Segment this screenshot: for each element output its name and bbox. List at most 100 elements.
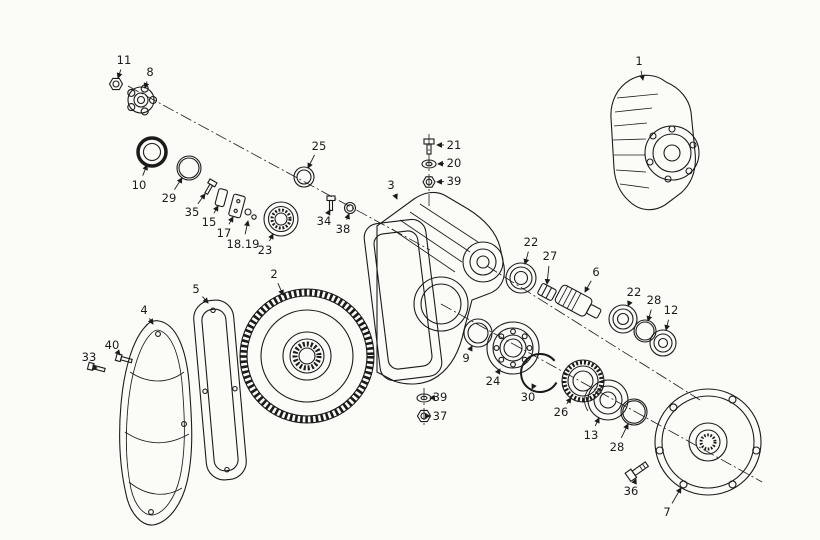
- leader-line-36: [631, 478, 637, 485]
- part-label-24: 24: [486, 374, 501, 388]
- part-label-30: 30: [521, 390, 536, 404]
- part-label-22: 22: [524, 235, 539, 249]
- part-label-39: 39: [447, 174, 462, 188]
- part-22-bearing-right: [608, 304, 638, 334]
- leader-line-1: [639, 70, 645, 81]
- part-30-snap-ring: [520, 353, 558, 393]
- leader-line-29: [174, 177, 183, 190]
- leader-line-8: [143, 81, 150, 89]
- part-label-26: 26: [554, 405, 569, 419]
- part-label-37: 37: [433, 409, 448, 423]
- part-label-20: 20: [447, 156, 462, 170]
- part-label-28: 28: [647, 293, 662, 307]
- part-label-11: 11: [117, 53, 132, 67]
- part-34-bolt: [326, 195, 336, 212]
- part-label-36: 36: [624, 484, 639, 498]
- leader-line-17: [228, 216, 234, 225]
- part-37-nut: [416, 409, 432, 423]
- leader-line-7: [671, 487, 682, 504]
- part-label-35: 35: [185, 205, 200, 219]
- part-28-ring-upper: [633, 319, 657, 343]
- part-label-33: 33: [82, 350, 97, 364]
- leader-line-13: [594, 417, 600, 427]
- part-10-seal-ring: [136, 136, 168, 168]
- part-18-19-fasteners: [244, 208, 257, 220]
- leader-line-34: [325, 209, 331, 216]
- part-label-5: 5: [192, 282, 199, 296]
- leader-line-25: [307, 154, 315, 169]
- part-4-side-cover: [119, 320, 193, 526]
- part-21-bolt: [423, 138, 435, 155]
- leader-line-38: [344, 213, 350, 220]
- part-label-6: 6: [592, 265, 599, 279]
- leader-line-40: [114, 349, 121, 356]
- leader-line-3: [392, 193, 398, 200]
- part-label-18.19: 18.19: [227, 237, 260, 251]
- part-label-21: 21: [447, 138, 462, 152]
- part-label-39: 39: [433, 390, 448, 404]
- part-label-38: 38: [336, 222, 351, 236]
- leader-line-24: [494, 368, 501, 375]
- part-label-40: 40: [105, 338, 120, 352]
- part-label-27: 27: [543, 249, 558, 263]
- leader-line-6: [584, 280, 592, 293]
- leader-line-4: [147, 318, 154, 325]
- part-label-22: 22: [627, 285, 642, 299]
- part-label-10: 10: [132, 178, 147, 192]
- leader-line-28: [620, 423, 629, 439]
- leader-line-23: [268, 233, 274, 242]
- leader-line-27: [544, 265, 551, 285]
- leader-line-18.19: [244, 220, 250, 235]
- leader-line-35: [197, 193, 206, 205]
- part-27-spacer: [537, 283, 557, 301]
- leader-line-5: [202, 296, 209, 304]
- part-label-25: 25: [312, 139, 327, 153]
- leader-line-10: [142, 164, 148, 176]
- part-label-28: 28: [610, 440, 625, 454]
- part-label-3: 3: [387, 178, 394, 192]
- part-1-housing: [610, 74, 700, 211]
- part-35-bolt: [204, 178, 218, 195]
- part-23-bearing: [263, 201, 299, 237]
- part-label-23: 23: [258, 243, 273, 257]
- part-label-2: 2: [270, 267, 277, 281]
- part-11-nut: [108, 77, 124, 91]
- assembly-axis-lines: [127, 85, 763, 483]
- part-label-8: 8: [146, 65, 153, 79]
- part-label-15: 15: [202, 215, 217, 229]
- leader-line-28: [646, 309, 653, 322]
- part-label-7: 7: [663, 505, 670, 519]
- part-24-ball-bearing: [486, 321, 540, 375]
- part-15-plate: [214, 188, 229, 208]
- part-label-9: 9: [462, 351, 469, 365]
- part-6-pinion-shaft: [554, 284, 602, 319]
- part-label-34: 34: [317, 214, 332, 228]
- part-8-flanged-hub: [127, 84, 158, 116]
- part-29-o-ring: [176, 155, 202, 181]
- leader-line-9: [467, 345, 473, 352]
- part-3-housing-cover: [363, 191, 505, 385]
- part-20-washer: [421, 159, 437, 169]
- part-22-bearing-left: [505, 262, 537, 294]
- part-36-bolt: [624, 461, 650, 483]
- part-39-nut-upper: [422, 176, 436, 188]
- part-label-17: 17: [217, 226, 232, 240]
- part-label-13: 13: [584, 428, 599, 442]
- leader-line-2: [277, 283, 284, 296]
- leader-line-26: [565, 397, 572, 405]
- leader-line-15: [213, 205, 219, 214]
- part-label-1: 1: [635, 54, 642, 68]
- part-28-o-ring-lower: [620, 398, 648, 426]
- part-17-plate: [228, 193, 246, 219]
- part-26-toothed-ring: [561, 359, 605, 403]
- part-12-bearing: [649, 329, 677, 357]
- part-25-ring: [293, 166, 315, 188]
- part-5-gasket: [193, 299, 247, 481]
- part-label-29: 29: [162, 191, 177, 205]
- callout-layer: 118102935151718.192325343832120392544033…: [82, 53, 682, 519]
- part-2-gear: [239, 288, 375, 424]
- leader-line-22: [523, 251, 530, 265]
- part-label-12: 12: [664, 303, 679, 317]
